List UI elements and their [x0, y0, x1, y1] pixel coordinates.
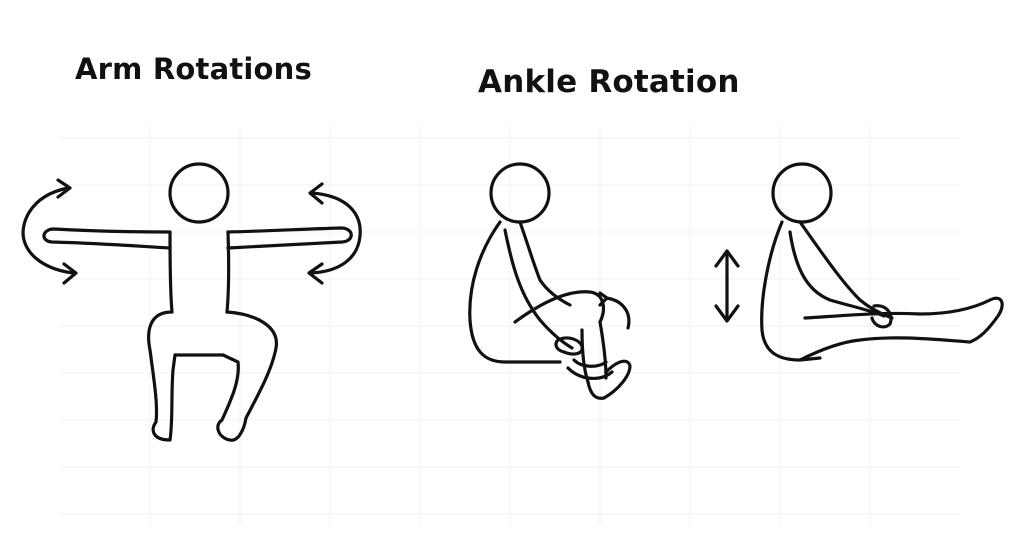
- head: [168, 162, 230, 224]
- vertical-double-arrow-icon: [714, 249, 740, 323]
- back: [760, 220, 822, 362]
- torso: [168, 230, 231, 314]
- right-leg: [216, 310, 278, 442]
- hand: [870, 304, 893, 329]
- ankle-rotation-title: Ankle Rotation: [478, 64, 740, 100]
- ankle-rotation-extended-figure: [714, 162, 1004, 362]
- head: [771, 162, 833, 224]
- arm-rotations-title: Arm Rotations: [75, 52, 312, 86]
- torso-front: [518, 220, 572, 307]
- curved-double-arrow-icon: [307, 182, 362, 285]
- foot: [586, 359, 632, 400]
- back: [468, 220, 562, 364]
- background-grid: [60, 125, 960, 525]
- arm-rotations-figure: [21, 162, 362, 442]
- forearm: [788, 230, 886, 318]
- head: [489, 162, 551, 224]
- right-arm: [226, 226, 353, 250]
- left-leg: [147, 310, 177, 442]
- arm: [503, 228, 574, 350]
- extended-leg: [798, 296, 1004, 362]
- hands: [554, 336, 584, 356]
- circular-arrow-icon: [566, 291, 631, 380]
- curved-double-arrow-icon: [21, 178, 78, 285]
- thigh: [513, 290, 606, 324]
- ankle-rotation-seated-figure: [468, 162, 632, 400]
- left-arm: [42, 227, 172, 250]
